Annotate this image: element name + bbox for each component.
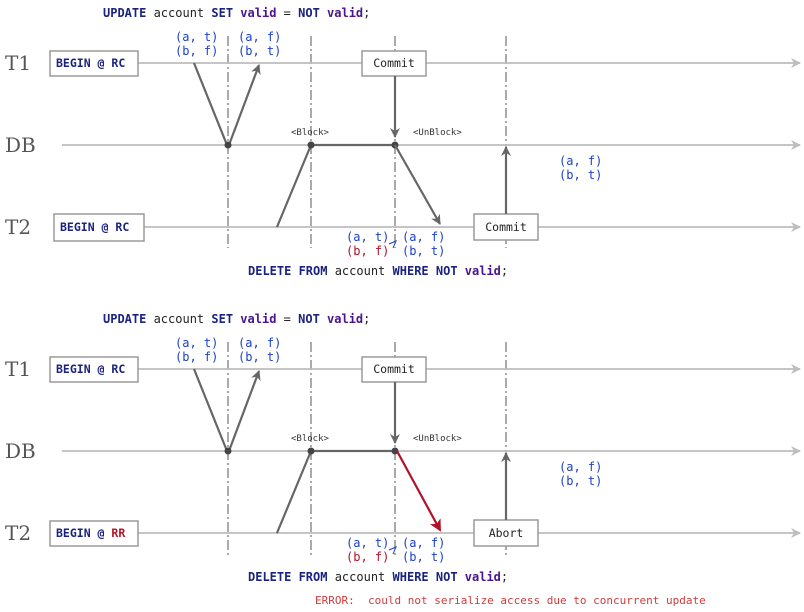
- t2-new-value: (a, f): [402, 230, 445, 244]
- t1-begin-box: [49, 50, 139, 77]
- db-final-value: (b, t): [559, 474, 602, 488]
- update-statement: UPDATE account SET valid = NOT valid;: [103, 312, 370, 326]
- block-label: <Block>: [291, 434, 330, 444]
- version-arrow-icon: [388, 240, 397, 249]
- version-arrow-icon: [388, 546, 397, 555]
- block-point: [307, 447, 315, 455]
- update-statement: UPDATE account SET valid = NOT valid;: [103, 6, 370, 20]
- t2-old-value: (b, f): [346, 550, 389, 564]
- lane-label-t1: T1: [5, 51, 31, 75]
- t1-write-arrow: [227, 370, 261, 452]
- t1-begin-label: BEGIN @ RC: [56, 362, 125, 376]
- t1-commit-box: [361, 50, 427, 77]
- t1-read-value: (a, t): [175, 30, 218, 44]
- block-label: <Block>: [291, 128, 330, 138]
- t2-conflict-arrow: [396, 450, 441, 532]
- diagram-rr: UPDATE account SET valid = NOT valid; T1…: [5, 312, 801, 607]
- t1-read-arrow: [192, 368, 229, 452]
- lane-label-db: DB: [5, 439, 36, 463]
- block-point: [307, 141, 315, 149]
- t1-commit-label: Commit: [373, 362, 415, 376]
- t2-old-value: (b, f): [346, 244, 389, 258]
- t2-block-arrow: [275, 450, 313, 534]
- lane-label-t1: T1: [5, 357, 31, 381]
- t1-write-arrow: [227, 64, 261, 146]
- diagram-rc: UPDATE account SET valid = NOT valid; T1…: [5, 6, 801, 278]
- t2-old-value: (a, t): [346, 536, 389, 550]
- t2-commit-label: Commit: [485, 220, 527, 234]
- t1-write-value: (b, t): [238, 350, 281, 364]
- lane-label-t2: T2: [5, 521, 31, 545]
- lane-label-t2: T2: [5, 215, 31, 239]
- delete-statement: DELETE FROM account WHERE NOT valid;: [248, 264, 508, 278]
- t2-begin-box: [53, 213, 145, 242]
- t2-new-value: (b, t): [402, 244, 445, 258]
- t1-write-value: (a, f): [238, 336, 281, 350]
- lane-label-db: DB: [5, 133, 36, 157]
- delete-statement: DELETE FROM account WHERE NOT valid;: [248, 570, 508, 584]
- t2-begin-label: BEGIN @ RC: [60, 220, 129, 234]
- serialization-error-message: ERROR: could not serialize access due to…: [315, 594, 706, 607]
- t1-begin-box: [49, 356, 139, 383]
- db-final-value: (a, f): [559, 154, 602, 168]
- unblock-label: <UnBlock>: [413, 434, 462, 444]
- t2-begin-box: [49, 520, 139, 547]
- t2-new-value: (a, f): [402, 536, 445, 550]
- t2-begin-label: BEGIN @ RR: [56, 526, 125, 540]
- t2-unblock-arrow: [394, 144, 441, 225]
- t1-write-value: (a, f): [238, 30, 281, 44]
- t1-commit-label: Commit: [373, 56, 415, 70]
- t2-old-value: (a, t): [346, 230, 389, 244]
- db-read-point: [224, 141, 232, 149]
- db-read-point: [224, 447, 232, 455]
- t2-new-value: (b, t): [402, 550, 445, 564]
- db-final-value: (b, t): [559, 168, 602, 182]
- db-final-value: (a, f): [559, 460, 602, 474]
- t1-read-arrow: [192, 62, 229, 146]
- t2-abort-box: [473, 519, 539, 547]
- t2-abort-label: Abort: [489, 526, 524, 540]
- t1-begin-label: BEGIN @ RC: [56, 56, 125, 70]
- unblock-label: <UnBlock>: [413, 128, 462, 138]
- t1-write-value: (b, t): [238, 44, 281, 58]
- t1-read-value: (b, f): [175, 44, 218, 58]
- t2-block-arrow: [275, 144, 313, 228]
- t1-read-value: (b, f): [175, 350, 218, 364]
- t1-read-value: (a, t): [175, 336, 218, 350]
